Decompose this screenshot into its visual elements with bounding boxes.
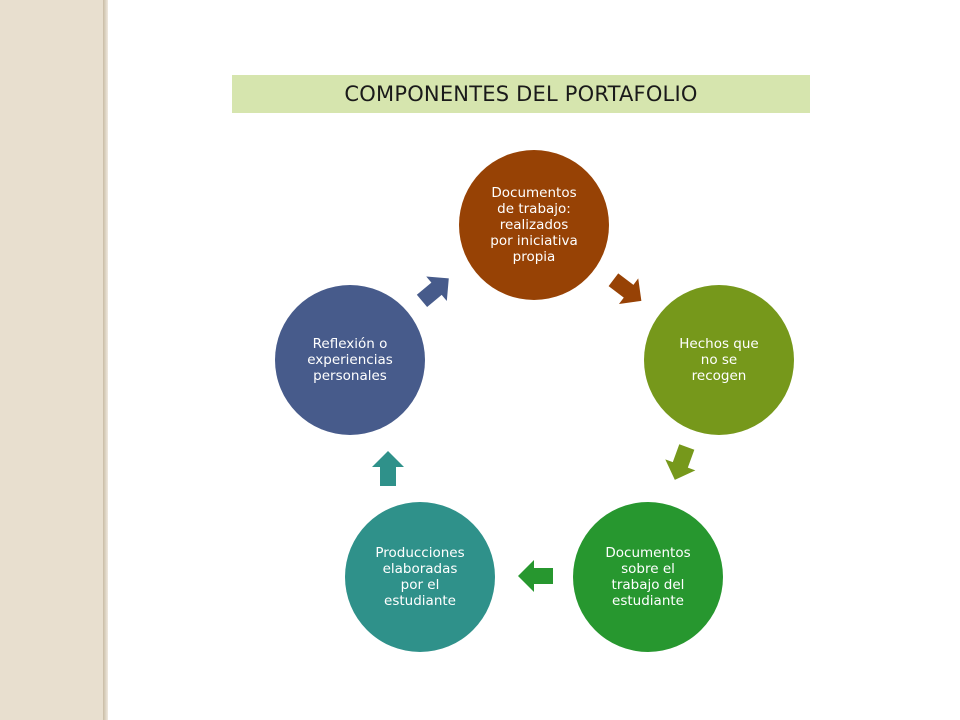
side-band [0,0,103,720]
node-label: Producciones elaboradas por el estudiant… [375,545,465,609]
node-label: Reflexión o experiencias personales [307,336,393,384]
arrow-3 [372,451,404,486]
arrow-4 [416,276,449,308]
arrow-2 [518,560,553,592]
node-label: Documentos sobre el trabajo del estudian… [605,545,691,609]
title-banner: COMPONENTES DEL PORTAFOLIO [232,75,810,113]
slide-title: COMPONENTES DEL PORTAFOLIO [344,82,698,106]
node-documentos-de-trabajo: Documentos de trabajo: realizados por in… [459,150,609,300]
node-label: Documentos de trabajo: realizados por in… [490,185,578,265]
arrow-1 [665,444,696,480]
node-producciones-elaboradas: Producciones elaboradas por el estudiant… [345,502,495,652]
node-label: Hechos que no se recogen [679,336,759,384]
side-band-edge [103,0,108,720]
node-reflexion-experiencias: Reflexión o experiencias personales [275,285,425,435]
arrow-0 [608,273,642,304]
node-documentos-sobre-el-trabajo: Documentos sobre el trabajo del estudian… [573,502,723,652]
node-hechos-que-no-se-recogen: Hechos que no se recogen [644,285,794,435]
